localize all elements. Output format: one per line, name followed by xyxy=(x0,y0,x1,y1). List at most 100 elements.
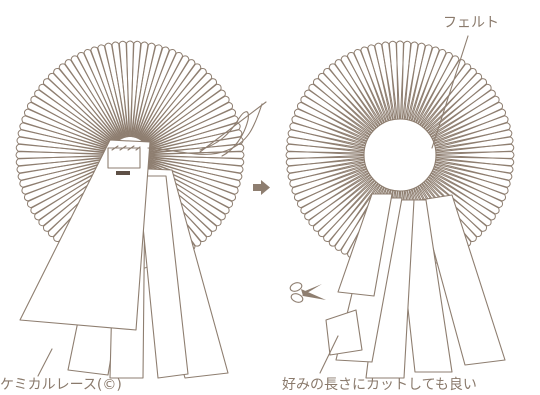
right-arrow-icon xyxy=(253,180,270,195)
lace-loop xyxy=(328,63,381,129)
lace-loop xyxy=(133,44,163,139)
lace-loop xyxy=(428,89,496,138)
lace-loop xyxy=(417,59,466,127)
lace-loop xyxy=(70,55,123,141)
lace-loop xyxy=(90,46,126,139)
lace-loop xyxy=(19,122,114,152)
lace-loop xyxy=(353,48,389,123)
right-rosette xyxy=(285,40,515,379)
lace-loop xyxy=(285,151,365,159)
lace-loop xyxy=(291,164,367,195)
lace-loop xyxy=(340,184,385,255)
lace-loop xyxy=(144,89,226,147)
lace-loop xyxy=(411,48,447,123)
lace-loop xyxy=(423,72,483,132)
lace-loop xyxy=(346,52,387,124)
lace-loop xyxy=(15,143,113,156)
lace-loop xyxy=(140,67,207,143)
lace-loop xyxy=(406,44,433,121)
lace-loop xyxy=(146,158,241,188)
lace-loop xyxy=(140,167,207,243)
lace-loop xyxy=(381,41,398,120)
lace-loop xyxy=(415,55,460,126)
lace-loop xyxy=(435,151,515,159)
lace-loop xyxy=(426,174,492,227)
lace-loop xyxy=(304,89,372,138)
lace-loop xyxy=(323,180,379,243)
lace-loop xyxy=(145,161,233,209)
lace-loop xyxy=(16,155,113,174)
lace-loop xyxy=(297,168,369,209)
scissors-icon xyxy=(289,282,326,303)
lace-loop xyxy=(21,159,114,195)
lace-loop xyxy=(285,154,365,167)
lace-loop xyxy=(145,101,233,149)
lace-loop xyxy=(17,129,113,153)
felt-leader xyxy=(431,35,469,149)
lace-loop xyxy=(38,164,117,227)
lace-loop xyxy=(27,161,115,209)
lace-loop xyxy=(30,162,116,215)
lace-loop xyxy=(147,157,243,181)
lace-loop xyxy=(435,143,515,156)
left-ribbon-center-right xyxy=(137,175,189,379)
lace-loop xyxy=(136,52,184,140)
lace-loop xyxy=(434,161,511,188)
lace-loop xyxy=(129,40,142,138)
lace-loop xyxy=(17,157,113,181)
left-gather xyxy=(107,147,141,169)
lace-loop xyxy=(293,108,368,144)
lace-loop xyxy=(409,46,440,122)
lace-loop xyxy=(433,164,509,195)
lace-loop xyxy=(429,95,500,140)
lace-loop xyxy=(434,122,511,149)
lace-loop xyxy=(15,151,113,159)
right-ribbons xyxy=(335,193,506,379)
lace-loop xyxy=(126,40,134,138)
lace-loop xyxy=(139,168,202,247)
lace-loop xyxy=(141,166,213,238)
lace-loop xyxy=(434,129,513,151)
lace-loop xyxy=(104,42,128,138)
lace-loop xyxy=(433,115,509,146)
left-rosette xyxy=(15,40,267,379)
lace-loop xyxy=(317,72,377,132)
cut-note-label: 好みの長さにカットしても良い xyxy=(282,377,477,393)
lace-loop xyxy=(287,129,366,151)
lace-loop xyxy=(308,174,374,227)
cut-piece xyxy=(325,309,363,356)
lace-loop xyxy=(421,180,477,243)
lace-loop xyxy=(134,46,170,139)
lace-loop xyxy=(287,159,366,181)
needle-icon xyxy=(147,101,267,157)
lace-loop xyxy=(144,162,230,215)
lace-loop xyxy=(421,67,477,130)
lace-loop xyxy=(399,40,412,120)
lace-loop xyxy=(118,40,131,138)
lace-loop xyxy=(431,101,503,142)
lace-loop xyxy=(21,115,114,151)
lace-leader xyxy=(37,348,53,377)
lace-loop xyxy=(435,136,514,153)
lace-loop xyxy=(47,72,119,144)
lace-loop xyxy=(142,165,218,232)
lace-loop xyxy=(139,63,202,142)
lace-loop xyxy=(334,183,383,251)
lace-loop xyxy=(19,158,114,188)
lace-loop xyxy=(143,164,222,227)
lace-loop xyxy=(147,151,245,159)
left-ribbons xyxy=(19,139,229,379)
lace-loop xyxy=(286,157,365,174)
knot-mark xyxy=(116,171,130,175)
lace-loop xyxy=(312,78,375,134)
lace-loop xyxy=(425,78,488,134)
lace-loop xyxy=(429,170,500,215)
lace-loop xyxy=(435,154,515,167)
lace-loop xyxy=(340,55,385,126)
lace-loop xyxy=(42,78,118,145)
lace-loop xyxy=(396,40,404,120)
lace-loop xyxy=(34,163,116,221)
lace-loop xyxy=(432,166,507,202)
lace-loop xyxy=(145,160,237,202)
